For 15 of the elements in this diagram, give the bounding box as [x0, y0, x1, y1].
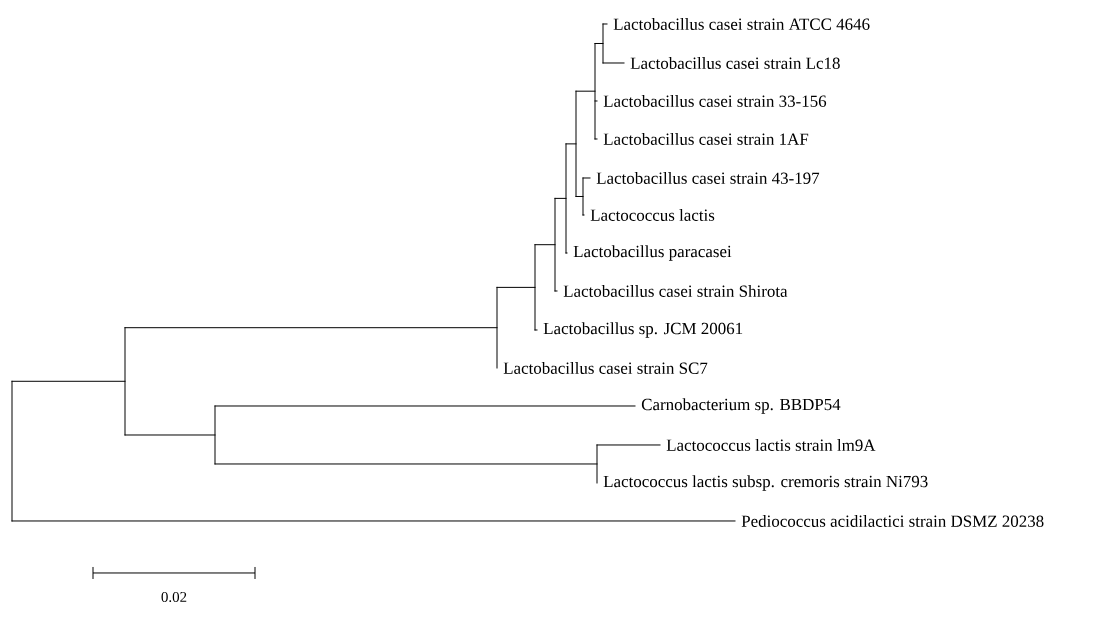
taxon-label: Lactobacillus casei strain 1AF	[603, 133, 809, 145]
scale-label: 0.02	[161, 591, 187, 603]
taxon-label: Lactobacillus casei strain Lc18	[630, 57, 840, 69]
taxon-label: Lactococcus lactis	[590, 209, 715, 221]
taxon-label: Lactobacillus casei strain SC7	[503, 362, 708, 374]
taxon-label: Lactococcus lactis strain lm9A	[666, 439, 876, 451]
taxon-label: Lactobacillus sp. JCM 20061	[543, 322, 743, 338]
taxon-label: Lactobacillus casei strain Shirota	[563, 285, 788, 297]
taxon-label: Lactobacillus casei strain ATCC 4646	[613, 18, 870, 30]
taxon-label: Lactobacillus casei strain 43-197	[596, 172, 820, 184]
taxon-label: Lactococcus lactis subsp. cremoris strain Ni793	[603, 475, 928, 491]
taxon-label: Lactobacillus paracasei	[573, 245, 732, 261]
taxon-label: Pediococcus acidilactici strain DSMZ 20238	[741, 515, 1044, 527]
taxon-label: Carnobacterium sp. BBDP54	[641, 398, 841, 414]
taxon-label: Lactobacillus casei strain 33-156	[603, 95, 827, 107]
